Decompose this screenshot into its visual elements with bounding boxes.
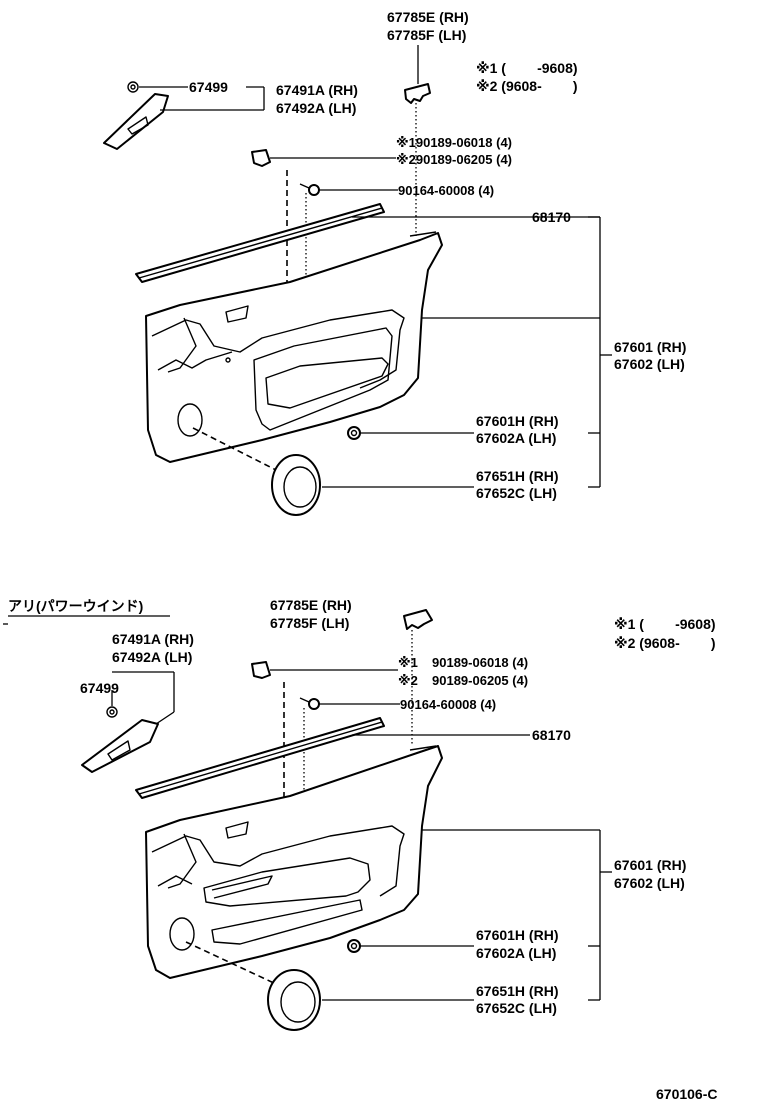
top-sub-clip-part [347, 426, 361, 440]
bottom-diagram [3, 609, 612, 1031]
bottom-clip-a-label: 90189-06018 (4) [432, 655, 528, 670]
top-speaker-cap-part [271, 454, 321, 516]
bottom-door-trim-part [145, 745, 443, 979]
bottom-clip-67499-label: 67499 [80, 680, 119, 696]
bottom-switch-base-lh-label: 67785F (LH) [270, 615, 349, 631]
bottom-trim-lh-label: 67602 (LH) [614, 875, 685, 891]
top-switch-base-lh-label: 67785F (LH) [387, 27, 466, 43]
top-clip-67499-part [127, 81, 139, 93]
top-switch-base-part [404, 83, 431, 104]
bottom-cap-rh-label: 67651H (RH) [476, 983, 558, 999]
bottom-clip-b-mark: ※2 [398, 673, 418, 688]
bottom-trim-rh-label: 67601 (RH) [614, 857, 686, 873]
top-clip-67499-label: 67499 [189, 79, 228, 95]
bottom-switch-base-rh-label: 67785E (RH) [270, 597, 352, 613]
top-cap-rh-label: 67651H (RH) [476, 468, 558, 484]
bottom-note2-label: ※2 (9608- ) [614, 635, 716, 651]
bottom-sub-clip-part [347, 939, 361, 953]
top-sub-rh-label: 67601H (RH) [476, 413, 558, 429]
bottom-screw-part [299, 697, 320, 710]
top-switch-base-rh-label: 67785E (RH) [387, 9, 469, 25]
bottom-cap-lh-label: 67652C (LH) [476, 1000, 557, 1016]
top-clip-a-label: ※190189-06018 (4) [396, 135, 512, 150]
bottom-clip-a-mark: ※1 [398, 655, 418, 670]
top-clip-90189-part [251, 149, 271, 167]
bottom-weatherstrip-label: 68170 [532, 727, 571, 743]
top-cap-lh-label: 67652C (LH) [476, 485, 557, 501]
top-clip-b-label: ※290189-06205 (4) [396, 152, 512, 167]
top-sub-lh-label: 67602A (LH) [476, 430, 556, 446]
top-note2-label: ※2 (9608- ) [476, 78, 578, 94]
bottom-weatherstrip-part [135, 717, 385, 799]
bottom-screw-label: 90164-60008 (4) [400, 697, 496, 712]
top-weatherstrip-label: 68170 [532, 209, 571, 225]
top-trim-lh-label: 67602 (LH) [614, 356, 685, 372]
bottom-clip-b-label: 90189-06205 (4) [432, 673, 528, 688]
top-diagram [103, 45, 612, 516]
bottom-clip-67499-part [106, 706, 118, 718]
top-cover-rh-label: 67491A (RH) [276, 82, 358, 98]
top-cover-lh-label: 67492A (LH) [276, 100, 356, 116]
top-screw-part [299, 183, 320, 196]
top-trim-rh-label: 67601 (RH) [614, 339, 686, 355]
bottom-speaker-cap-part [267, 969, 321, 1031]
bottom-cover-lh-label: 67492A (LH) [112, 649, 192, 665]
bottom-corner-cover-part [81, 719, 159, 773]
top-note1-label: ※1 ( -9608) [476, 60, 578, 76]
diagram-code: 670106-C [656, 1086, 718, 1102]
bottom-switch-base-part [403, 609, 433, 630]
bottom-note1-label: ※1 ( -9608) [614, 616, 716, 632]
bottom-sub-lh-label: 67602A (LH) [476, 945, 556, 961]
top-weatherstrip-part [135, 203, 385, 283]
top-screw-label: 90164-60008 (4) [398, 183, 494, 198]
top-corner-cover-part [103, 93, 169, 150]
bottom-cover-rh-label: 67491A (RH) [112, 631, 194, 647]
bottom-clip-90189-part [251, 661, 271, 679]
bottom-sub-rh-label: 67601H (RH) [476, 927, 558, 943]
top-door-trim-part [145, 231, 443, 463]
bottom-variant-label: アリ(パワーウインド) [8, 598, 143, 614]
